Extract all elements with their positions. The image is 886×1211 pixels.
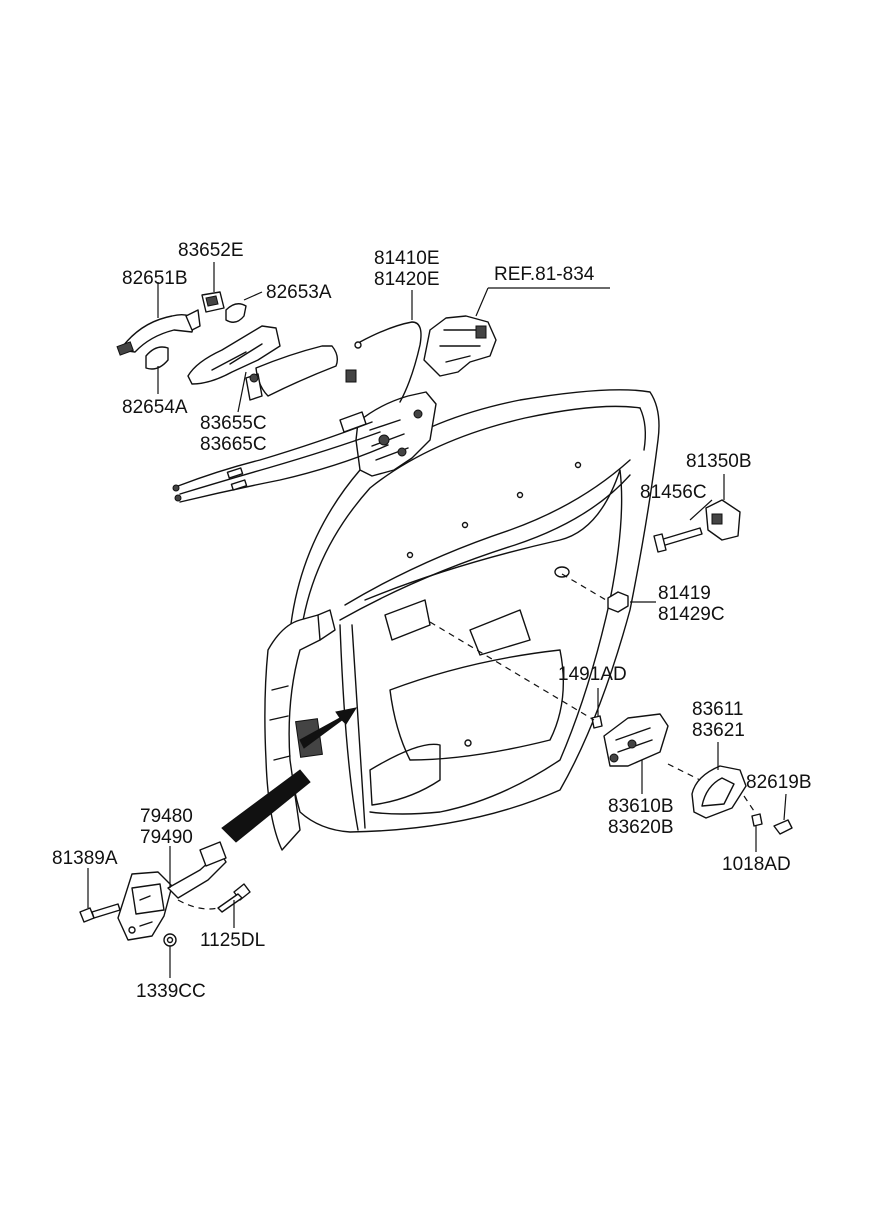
label-82653a: 82653A [266, 282, 332, 303]
label-82619b: 82619B [746, 772, 812, 793]
door-latch-and-cables [172, 315, 497, 503]
label-79490: 79490 [140, 827, 193, 848]
door-checker-assembly [79, 841, 251, 947]
outside-handle-assembly [116, 291, 357, 401]
label-79480: 79480 [140, 806, 193, 827]
label-81429c: 81429C [658, 604, 725, 625]
inside-handle-assembly [429, 621, 793, 835]
door-bumper [561, 573, 629, 613]
label-82654a: 82654A [122, 397, 188, 418]
insertion-arrow [221, 707, 358, 843]
label-83620b: 83620B [608, 817, 674, 838]
label-81419: 81419 [658, 583, 711, 604]
label-81350b: 81350B [686, 451, 752, 472]
door-striker [653, 499, 741, 553]
label-83611: 83611 [692, 699, 744, 720]
label-1339cc: 1339CC [136, 981, 206, 1002]
label-81456c: 81456C [640, 482, 707, 503]
label-83652e: 83652E [178, 240, 244, 261]
label-81410e: 81410E [374, 248, 440, 269]
label-83621: 83621 [692, 720, 745, 741]
label-82651b: 82651B [122, 268, 188, 289]
label-83610b: 83610B [608, 796, 674, 817]
label-83655c: 83655C [200, 413, 267, 434]
label-83665c: 83665C [200, 434, 267, 455]
label-1018ad: 1018AD [722, 854, 791, 875]
label-ref-81-834: REF.81-834 [494, 264, 595, 285]
label-1491ad: 1491AD [558, 664, 627, 685]
rear-door-panel [264, 389, 660, 851]
leader-lines [87, 262, 787, 978]
label-81420e: 81420E [374, 269, 440, 290]
label-81389a: 81389A [52, 848, 118, 869]
label-1125dl: 1125DL [200, 930, 266, 951]
